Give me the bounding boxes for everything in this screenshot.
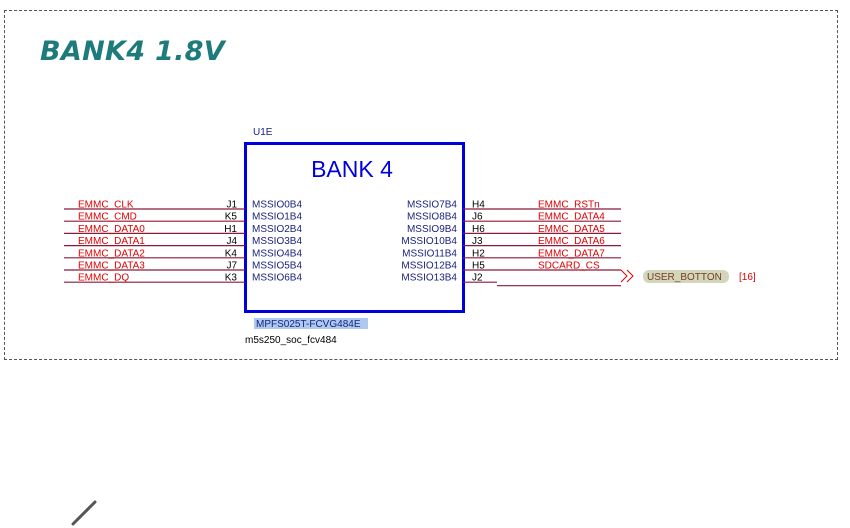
left-net-label: EMMC_DATA0	[78, 224, 145, 235]
left-pin-number: J4	[226, 236, 237, 247]
right-pin-number: J2	[472, 273, 483, 284]
left-port-name: MSSIO0B4	[252, 200, 302, 211]
left-pin-number: J7	[226, 261, 237, 272]
left-pin-number: J1	[226, 200, 237, 211]
bank-label: BANK 4	[311, 156, 393, 182]
left-net-label: EMMC_CLK	[78, 200, 134, 211]
right-net-label: EMMC_DATA5	[538, 224, 605, 235]
right-net-label: SDCARD_CS	[538, 261, 600, 272]
offpage-chevron-1	[620, 269, 628, 283]
left-net-label: EMMC_DQ	[78, 273, 129, 284]
left-pin-number: H1	[224, 224, 237, 235]
right-port-name: MSSIO13B4	[401, 273, 457, 284]
left-net-label: EMMC_DATA3	[78, 261, 145, 272]
schematic-sheet-frame	[4, 10, 838, 360]
left-port-name: MSSIO5B4	[252, 261, 302, 272]
left-pin-number: K4	[225, 248, 238, 259]
left-net-label: EMMC_DATA1	[78, 236, 145, 247]
left-pin-number: K5	[225, 212, 238, 223]
ic-symbol[interactable]: U1E BANK 4 MPFS025T-FCVG484E m5s250_soc_…	[244, 127, 465, 346]
right-pin-number: H4	[472, 200, 485, 211]
left-port-name: MSSIO2B4	[252, 224, 302, 235]
right-pin-number: J6	[472, 212, 483, 223]
right-net-label: EMMC_DATA7	[538, 248, 605, 259]
offpage-connector[interactable]: USER_BOTTON [16]	[620, 269, 756, 283]
offpage-label-bg	[643, 270, 729, 283]
right-pin-number: J3	[472, 236, 483, 247]
part-number-highlight	[254, 318, 368, 329]
right-pin-number: H5	[472, 261, 485, 272]
offpage-ref: [16]	[739, 272, 756, 283]
right-port-name: MSSIO8B4	[407, 212, 457, 223]
right-port-name: MSSIO10B4	[401, 236, 457, 247]
left-port-name: MSSIO1B4	[252, 212, 302, 223]
sheet-title: BANK4 1.8V	[40, 36, 225, 67]
refdes-label: U1E	[253, 127, 273, 138]
footprint-label: m5s250_soc_fcv484	[245, 335, 337, 346]
left-port-name: MSSIO6B4	[252, 273, 302, 284]
ic-body-outline	[244, 142, 465, 313]
left-net-label: EMMC_CMD	[78, 212, 137, 223]
left-port-name: MSSIO4B4	[252, 248, 302, 259]
part-number: MPFS025T-FCVG484E	[256, 319, 361, 330]
right-pin-number: H2	[472, 248, 485, 259]
left-pin-number: K3	[225, 273, 238, 284]
offpage-chevron-2	[626, 269, 634, 283]
right-port-name: MSSIO7B4	[407, 200, 457, 211]
right-port-name: MSSIO9B4	[407, 224, 457, 235]
left-port-name: MSSIO3B4	[252, 236, 302, 247]
right-port-name: MSSIO11B4	[402, 248, 457, 259]
right-net-label: EMMC_DATA6	[538, 236, 605, 247]
right-pin-number: H6	[472, 224, 485, 235]
right-port-name: MSSIO12B4	[401, 261, 457, 272]
right-net-label: EMMC_RSTn	[538, 200, 600, 211]
right-net-label: EMMC_DATA4	[538, 212, 605, 223]
offpage-label: USER_BOTTON	[647, 272, 722, 283]
pencil-icon[interactable]	[70, 500, 98, 528]
left-net-label: EMMC_DATA2	[78, 248, 145, 259]
